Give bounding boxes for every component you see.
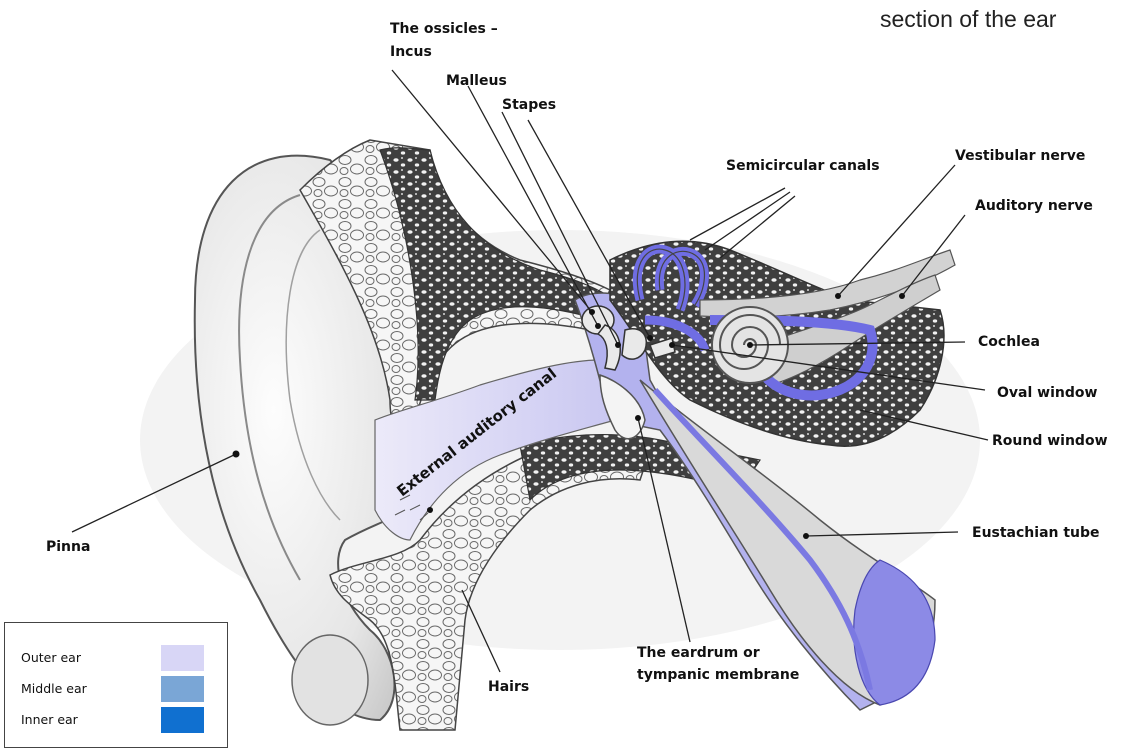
label-pinna: Pinna [46, 538, 90, 557]
label-ossicles: The ossicles – [390, 20, 498, 39]
legend-outer-ear-swatch [161, 645, 204, 671]
legend-inner-ear-label: Inner ear [21, 712, 78, 727]
label-incus: Incus [390, 43, 432, 62]
label-cochlea: Cochlea [978, 333, 1040, 352]
legend-outer-ear-label: Outer ear [21, 650, 81, 665]
label-eardrum-line1: The eardrum or [637, 644, 760, 663]
legend-middle-ear-swatch [161, 676, 204, 702]
label-semicircular-canals: Semicircular canals [726, 157, 880, 176]
label-vestibular-nerve: Vestibular nerve [955, 147, 1085, 166]
label-malleus: Malleus [446, 72, 507, 91]
label-auditory-nerve: Auditory nerve [975, 197, 1093, 216]
label-eustachian-tube: Eustachian tube [972, 524, 1100, 543]
legend-middle-ear-label: Middle ear [21, 681, 87, 696]
caption: section of the ear [880, 6, 1056, 33]
label-round-window: Round window [992, 432, 1108, 451]
earlobe [292, 635, 368, 725]
label-hairs: Hairs [488, 678, 529, 697]
label-stapes: Stapes [502, 96, 556, 115]
legend: Outer ear Middle ear Inner ear [4, 622, 228, 748]
legend-inner-ear-swatch [161, 707, 204, 733]
label-oval-window: Oval window [997, 384, 1097, 403]
label-eardrum-line2: tympanic membrane [637, 666, 799, 685]
